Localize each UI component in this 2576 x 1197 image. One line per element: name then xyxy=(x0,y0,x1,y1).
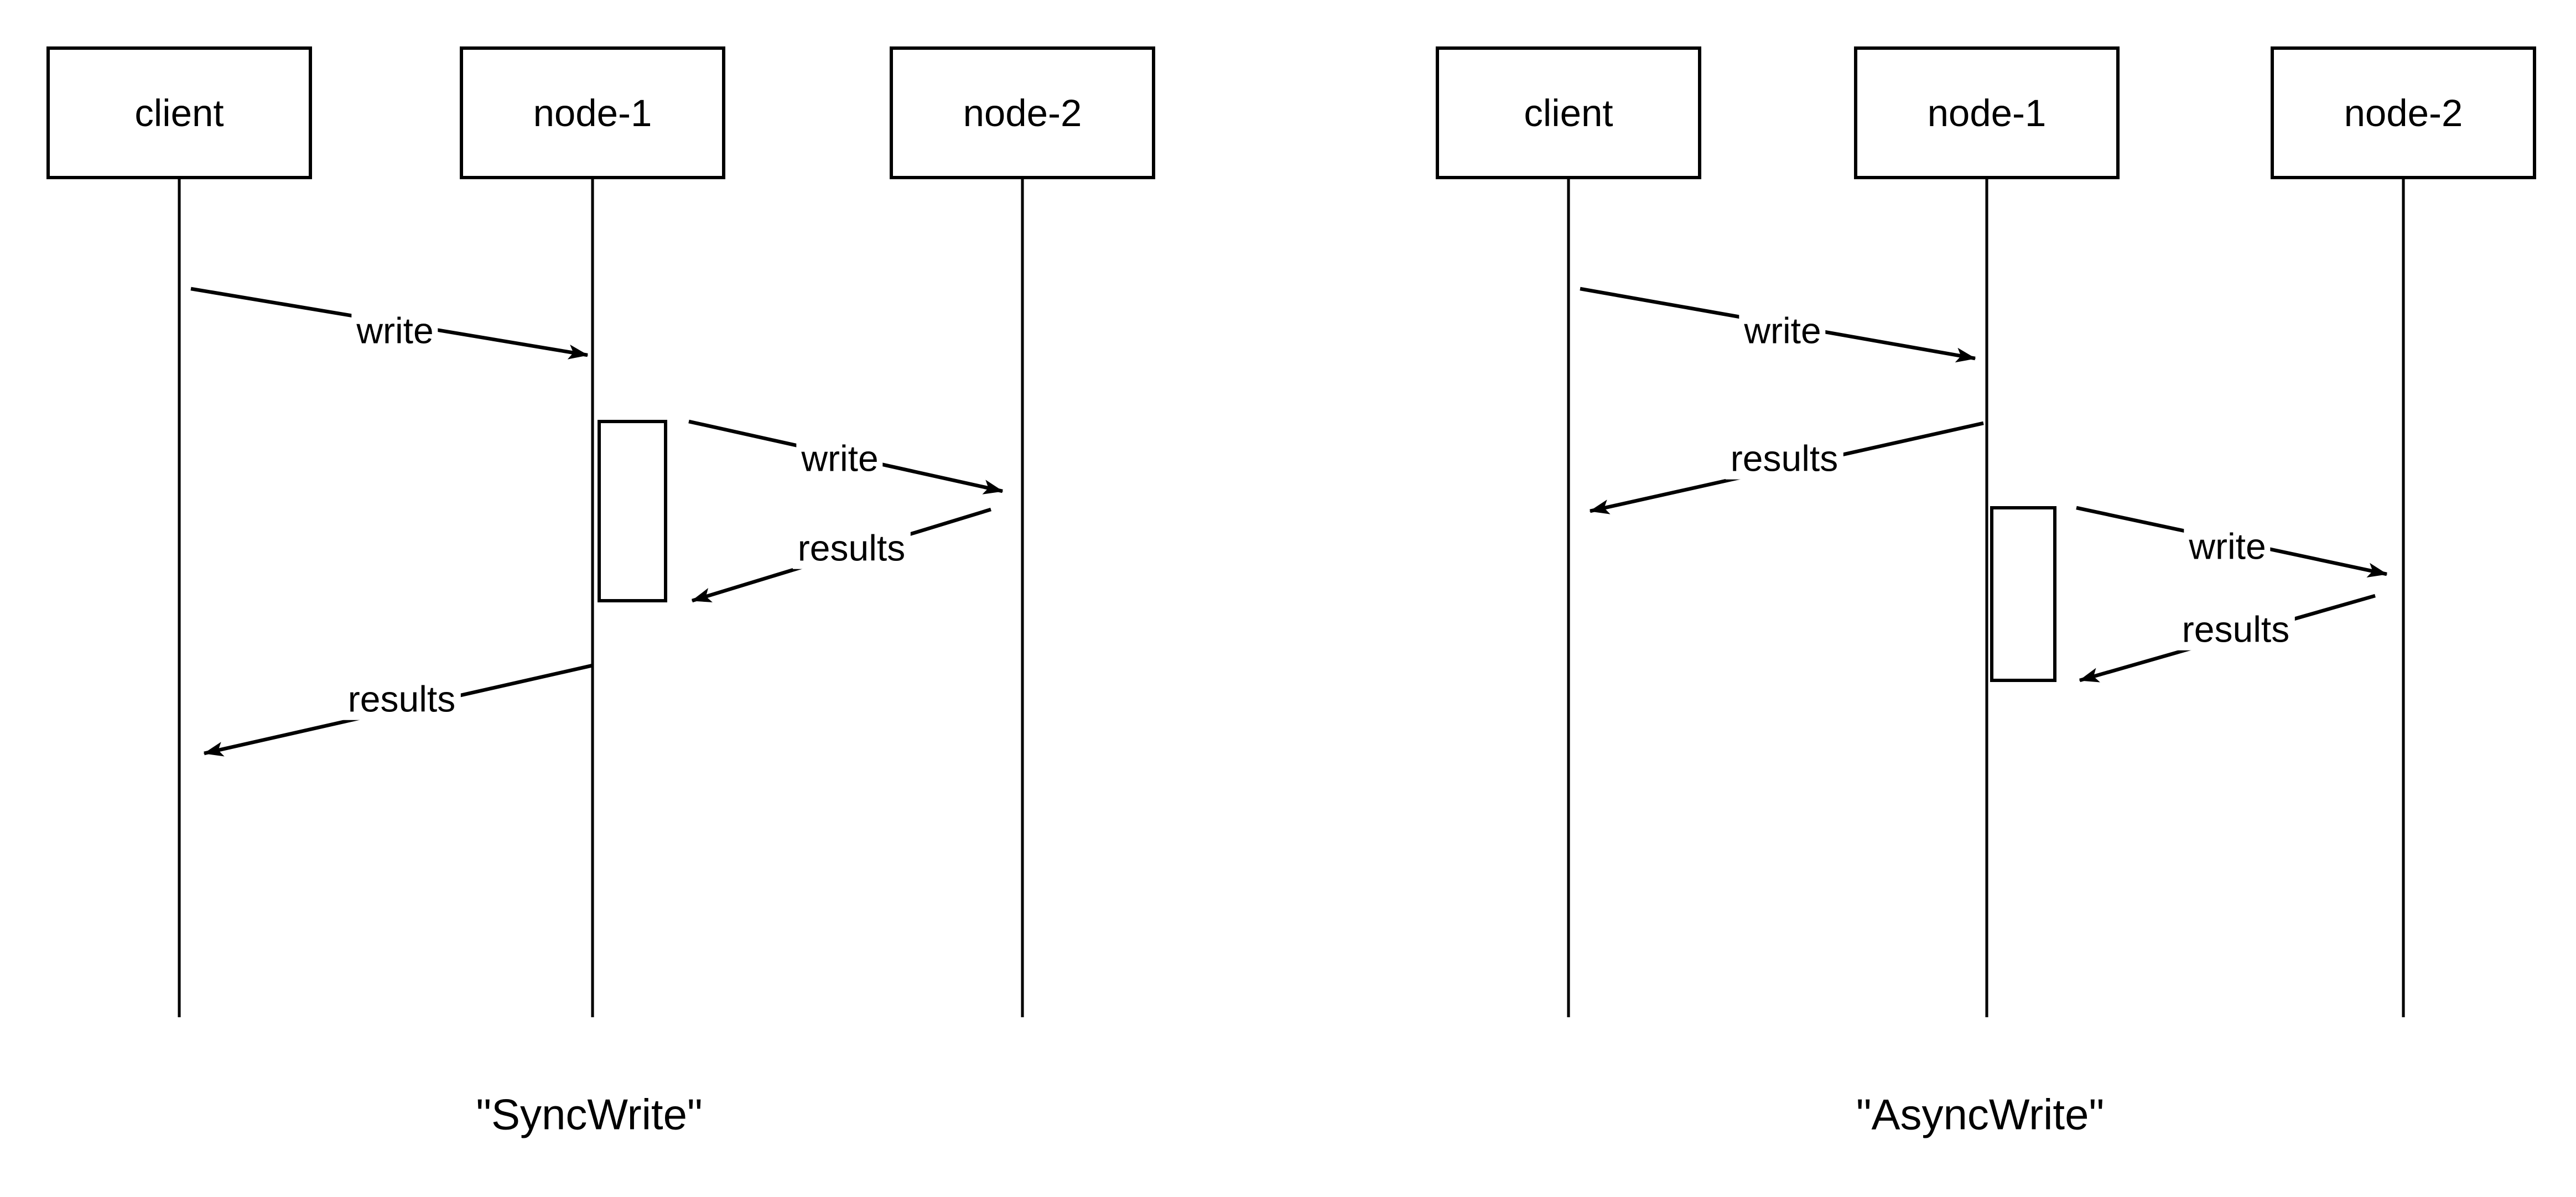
activation-bar xyxy=(1990,506,2056,682)
actor-box-node-2: node-2 xyxy=(890,46,1155,179)
message-label-write: write xyxy=(796,439,884,480)
message-label-write: write xyxy=(1739,311,1826,352)
diagram-caption: "SyncWrite" xyxy=(476,1089,703,1139)
actor-box-client: client xyxy=(46,46,312,179)
message-label-results: results xyxy=(342,679,461,721)
message-label-write: write xyxy=(2184,527,2271,568)
message-label-results: results xyxy=(1725,439,1843,480)
actor-box-client: client xyxy=(1436,46,1701,179)
message-label-results: results xyxy=(792,528,911,570)
actor-box-node-2: node-2 xyxy=(2271,46,2536,179)
actor-box-node-1: node-1 xyxy=(1854,46,2120,179)
diagram-caption: "AsyncWrite" xyxy=(1856,1089,2105,1139)
actor-box-node-1: node-1 xyxy=(460,46,725,179)
activation-bar xyxy=(598,419,668,602)
message-label-results: results xyxy=(2177,610,2295,651)
message-label-write: write xyxy=(351,311,439,352)
